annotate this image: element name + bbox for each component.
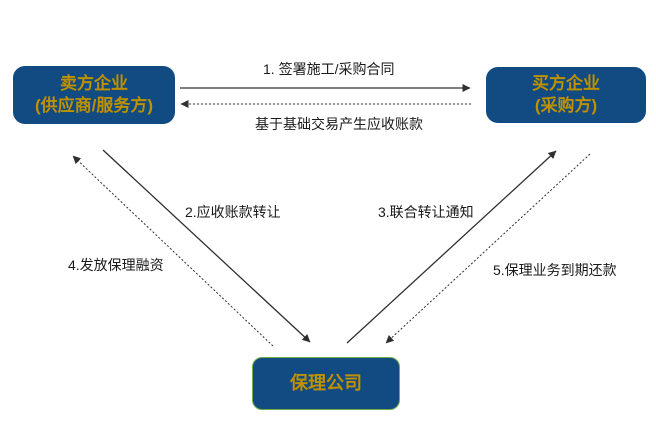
- node-seller-enterprise: 卖方企业 (供应商/服务方): [13, 66, 175, 124]
- node-seller-title: 卖方企业: [60, 73, 128, 93]
- label-receivable-transfer: 2.应收账款转让: [185, 204, 281, 220]
- arrow-maturity-repayment: [385, 153, 591, 344]
- node-seller-subtitle: (供应商/服务方): [34, 96, 154, 115]
- label-receivable-generated: 基于基础交易产生应收账款: [255, 116, 423, 132]
- arrow-factoring-financing: [72, 155, 274, 347]
- node-buyer-subtitle: (采购方): [534, 96, 598, 115]
- node-factor-title: 保理公司: [290, 372, 362, 393]
- node-factoring-company: 保理公司: [252, 357, 400, 410]
- label-factoring-financing: 4.发放保理融资: [68, 257, 164, 273]
- arrow-receivable-transfer: [102, 149, 311, 343]
- arrow-joint-transfer-notice: [346, 150, 557, 344]
- label-sign-contract: 1. 签署施工/采购合同: [263, 61, 395, 77]
- label-joint-transfer-notice: 3.联合转让通知: [378, 204, 474, 220]
- node-buyer-title: 买方企业: [532, 73, 600, 93]
- node-buyer-enterprise: 买方企业 (采购方): [486, 67, 646, 123]
- label-maturity-repayment: 5.保理业务到期还款: [493, 262, 617, 278]
